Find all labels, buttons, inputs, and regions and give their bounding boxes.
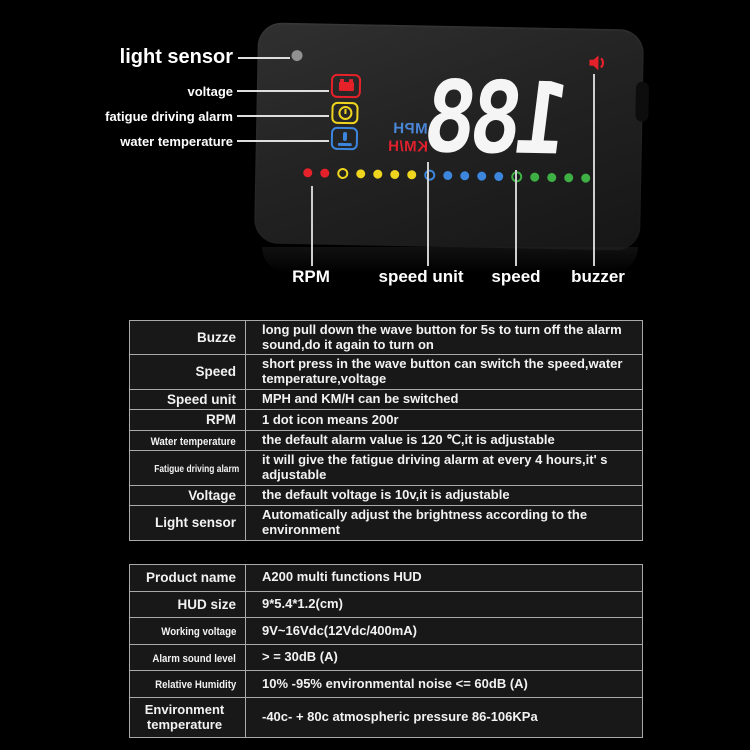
row-description: short press in the wave button can switc… — [245, 354, 643, 390]
table-row: RPM 1 dot icon means 200r — [129, 409, 643, 431]
row-value: 10% -95% environmental noise <= 60dB (A) — [245, 670, 643, 698]
rpm-dot — [407, 170, 417, 180]
hud-device: MPH KM/H 188 — [253, 22, 650, 251]
row-label: RPM — [129, 409, 246, 431]
callout-line — [237, 115, 329, 117]
rpm-dot — [494, 171, 504, 182]
light-sensor-dot — [291, 49, 303, 62]
speed-display: 188 — [423, 60, 576, 178]
row-label: Relative Humidity — [129, 670, 246, 698]
callout-line — [427, 162, 429, 266]
voltage-icon — [330, 73, 362, 99]
callout-line — [593, 74, 595, 266]
callout-line — [237, 140, 329, 142]
device-reflection — [262, 247, 638, 273]
callout-line — [515, 170, 517, 266]
row-value: 9*5.4*1.2(cm) — [245, 590, 643, 619]
thermometer-glyph — [342, 131, 347, 142]
callout-label-fatigue-driving-alarm: fatigue driving alarm — [105, 109, 233, 124]
row-label: Light sensor — [129, 505, 246, 541]
row-description: long pull down the wave button for 5s to… — [245, 319, 643, 356]
table-row: Buzze long pull down the wave button for… — [129, 319, 643, 356]
row-label: Water temperature — [129, 429, 246, 452]
callout-label-light-sensor: light sensor — [119, 46, 233, 68]
table-row: Environment temperature -40c- + 80c atmo… — [129, 696, 643, 739]
callout-label-voltage: voltage — [187, 84, 233, 99]
table-row: Water temperature the default alarm valu… — [129, 429, 643, 452]
callout-label-buzzer: buzzer — [571, 267, 625, 286]
row-description: MPH and KM/H can be switched — [245, 388, 643, 411]
clock-glyph — [337, 105, 353, 121]
table-row: Speed short press in the wave button can… — [129, 354, 643, 390]
row-description: 1 dot icon means 200r — [245, 409, 643, 431]
table-row: Voltage the default voltage is 10v,it is… — [129, 484, 643, 507]
rpm-dot — [460, 171, 470, 181]
callout-label-speed-unit: speed unit — [378, 267, 464, 286]
row-description: the default voltage is 10v,it is adjusta… — [245, 484, 643, 507]
water-temperature-icon — [330, 126, 359, 151]
row-value: 9V~16Vdc(12Vdc/400mA) — [245, 617, 643, 645]
callout-label-rpm: RPM — [292, 267, 330, 286]
row-value: A200 multi functions HUD — [245, 564, 643, 592]
row-label: Fatigue driving alarm — [129, 450, 246, 486]
rpm-dot — [547, 172, 557, 183]
rpm-dot — [390, 169, 400, 180]
callout-label-water-temperature: water temperature — [120, 134, 233, 149]
spec-table: Product name A200 multi functions HUD HU… — [129, 564, 643, 739]
rpm-dot — [356, 169, 366, 179]
row-label: HUD size — [129, 590, 246, 619]
table-row: HUD size 9*5.4*1.2(cm) — [129, 590, 643, 619]
row-description: it will give the fatigue driving alarm a… — [245, 450, 643, 486]
indicator-ring-icon — [337, 167, 349, 180]
row-label: Speed — [129, 354, 246, 390]
row-label: Working voltage — [129, 617, 246, 645]
battery-glyph — [338, 81, 354, 91]
callout-line — [237, 90, 329, 92]
indicator-ring-icon — [424, 169, 436, 181]
table-row: Fatigue driving alarm it will give the f… — [129, 450, 643, 486]
adjust-knob — [635, 81, 650, 122]
buzzer-icon — [587, 53, 607, 73]
table-row: Speed unit MPH and KM/H can be switched — [129, 388, 643, 411]
function-table: Buzze long pull down the wave button for… — [129, 319, 643, 541]
row-value: > = 30dB (A) — [245, 643, 643, 672]
rpm-dot — [564, 173, 574, 183]
table-row: Working voltage 9V~16Vdc(12Vdc/400mA) — [129, 617, 643, 645]
row-value: -40c- + 80c atmospheric pressure 86-106K… — [245, 696, 643, 739]
rpm-dot — [443, 170, 453, 181]
row-label: Speed unit — [129, 388, 246, 411]
row-label: Environment temperature — [129, 696, 246, 739]
row-label: Voltage — [129, 484, 246, 507]
rpm-dot — [303, 168, 313, 178]
callout-line — [311, 186, 313, 266]
callout-label-speed: speed — [491, 267, 541, 286]
callout-line — [238, 57, 290, 59]
row-description: Automatically adjust the brightness acco… — [245, 505, 643, 541]
table-row: Relative Humidity 10% -95% environmental… — [129, 670, 643, 698]
rpm-dot — [581, 173, 591, 183]
row-description: the default alarm value is 120 ℃,it is a… — [245, 429, 643, 452]
rpm-dot — [477, 171, 487, 181]
rpm-dot — [373, 169, 383, 179]
table-row: Product name A200 multi functions HUD — [129, 564, 643, 592]
row-label: Buzze — [129, 319, 246, 356]
table-row: Alarm sound level > = 30dB (A) — [129, 643, 643, 672]
table-row: Light sensor Automatically adjust the br… — [129, 505, 643, 541]
row-label: Product name — [129, 564, 246, 592]
rpm-dot — [320, 168, 330, 178]
row-label: Alarm sound level — [129, 643, 246, 672]
fatigue-driving-alarm-icon — [331, 101, 359, 125]
rpm-dot — [530, 172, 540, 182]
